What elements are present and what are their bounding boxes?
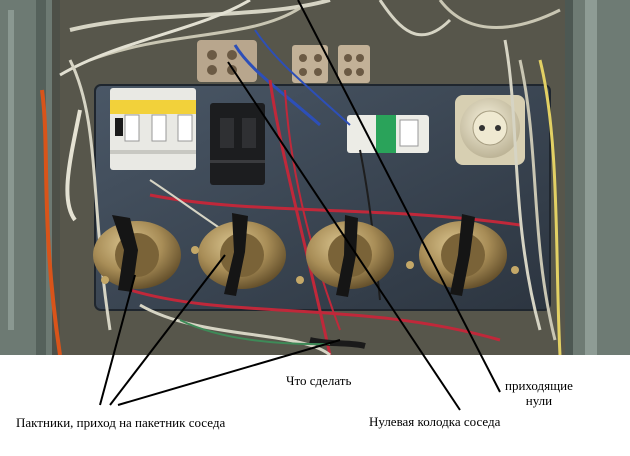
caption-what-to-do: Что сделать bbox=[286, 373, 352, 388]
caption-packet-switches: Пактники, приход на пакетник соседа bbox=[16, 415, 226, 430]
cabinet-left-wall bbox=[0, 0, 52, 355]
caption-incoming-line2: нули bbox=[525, 393, 553, 408]
electrical-panel-photo bbox=[0, 0, 630, 355]
single-breaker bbox=[347, 115, 429, 153]
caption-incoming-line1: приходящие bbox=[505, 378, 573, 393]
cabinet-right-wall bbox=[565, 0, 630, 355]
three-pole-breaker bbox=[110, 88, 196, 170]
caption-incoming-zeros: приходящие нули bbox=[505, 378, 573, 408]
terminal-block-right bbox=[338, 45, 370, 83]
black-breaker bbox=[210, 103, 265, 185]
caption-zero-block: Нулевая колодка соседа bbox=[369, 414, 501, 429]
